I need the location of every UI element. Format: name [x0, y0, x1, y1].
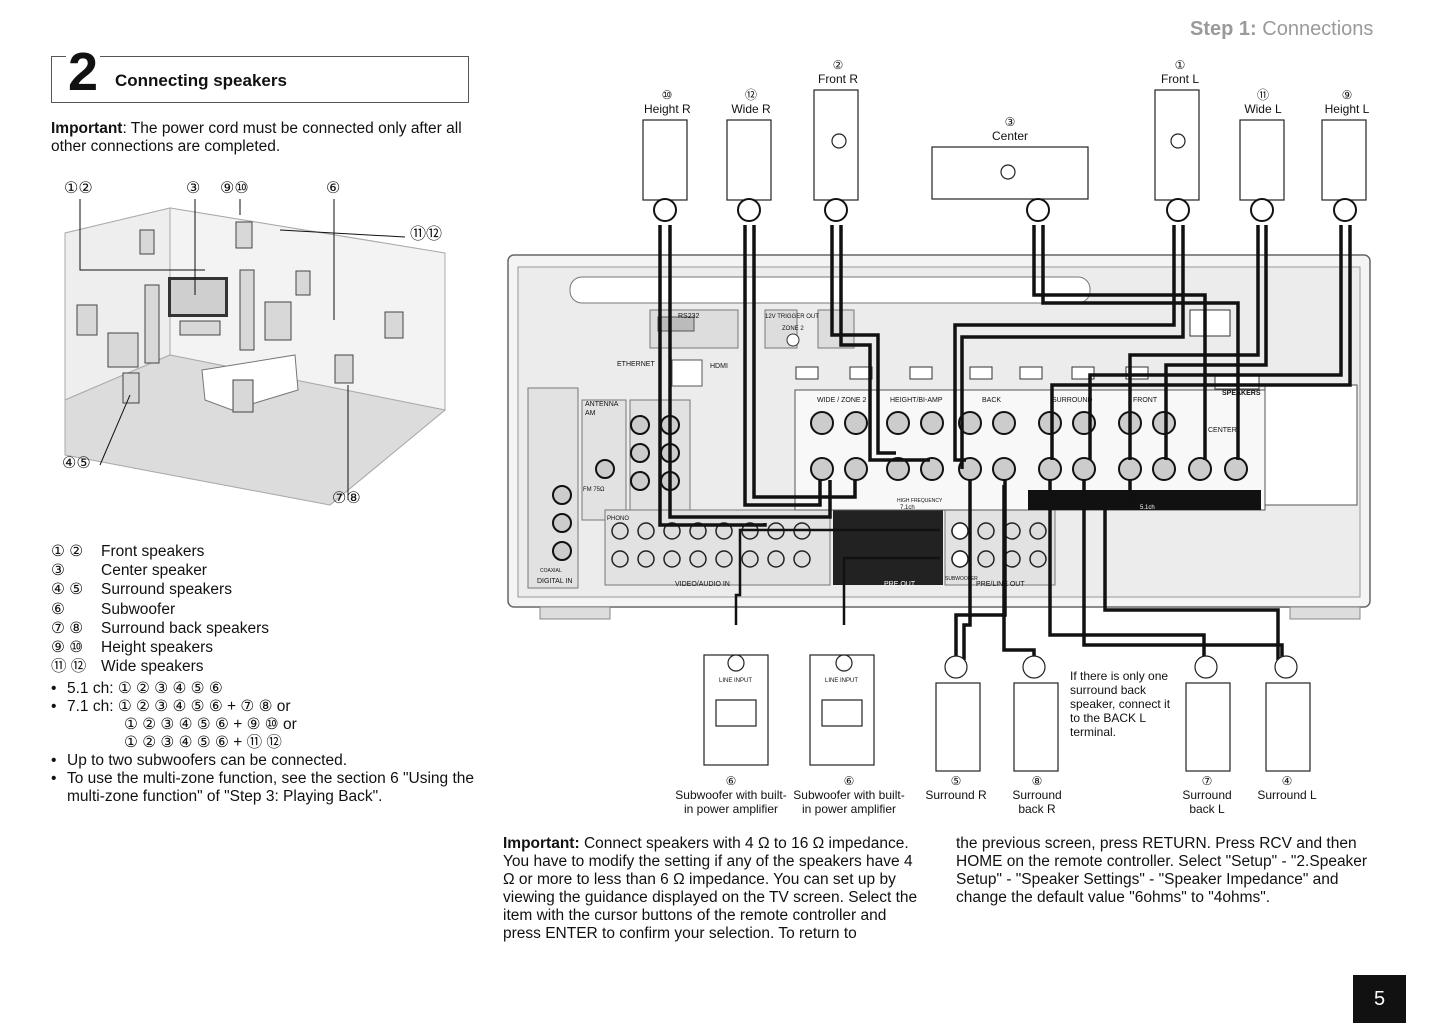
panel-label-trigger: 12V TRIGGER OUT — [765, 314, 819, 320]
panel-label-subwoofer: SUBWOOFER — [945, 576, 978, 582]
step-title: Connections — [1262, 18, 1374, 40]
subwoofer-cables — [734, 528, 940, 625]
room-illustration — [64, 199, 447, 506]
panel-label-back: BACK — [982, 397, 1002, 404]
header-step: Step 1: Connections — [1190, 18, 1373, 41]
speaker-icons — [76, 221, 404, 413]
receiver-rear-panel — [507, 254, 1371, 620]
panel-label-high-frequency: HIGH FREQUENCY — [897, 498, 943, 504]
panel-label-coaxial: COAXIAL — [540, 568, 562, 574]
subwoofers — [703, 654, 875, 766]
panel-label-pre-out: PRE OUT — [884, 581, 916, 588]
configuration-notes: •5.1 ch: ① ② ③ ④ ⑤ ⑥ •7.1 ch: ① ② ③ ④ ⑤ … — [51, 680, 491, 806]
bottom-speakers — [935, 655, 1311, 772]
important-note-bottom-continued: the previous screen, press RETURN. Press… — [956, 835, 1368, 906]
note-multizone: To use the multi-zone function, see the … — [67, 770, 475, 805]
panel-label-digital-in: DIGITAL IN — [537, 578, 573, 585]
panel-label-fm: FM 75Ω — [583, 487, 605, 493]
panel-label-low-frequency: LOW FREQUENCY — [1127, 498, 1172, 504]
note-subwoofers: Up to two subwoofers can be connected. — [67, 752, 348, 769]
important-bottom-text: Connect speakers with 4 Ω to 16 Ω impeda… — [503, 835, 918, 942]
panel-label-pre-line: PRE/LINE OUT — [976, 581, 1025, 588]
speaker-cables — [658, 225, 1352, 660]
panel-label-rs232: RS232 — [678, 313, 700, 320]
panel-label-hdmi: HDMI — [710, 363, 728, 370]
room-label-wide: ⑪⑫ — [410, 226, 443, 243]
panel-label-video-audio-in: VIDEO/AUDIO IN — [675, 581, 730, 588]
panel-label-center: CENTER — [1208, 427, 1237, 434]
top-speaker-terminals — [653, 198, 1357, 222]
panel-label-surround: SURROUND — [1052, 397, 1093, 404]
room-label-back: ⑦⑧ — [332, 490, 361, 507]
room-label-surround: ④⑤ — [62, 455, 91, 472]
panel-label-am: AM — [585, 410, 596, 417]
step-label: Step 1: — [1190, 18, 1257, 40]
panel-label-front: FRONT — [1133, 397, 1158, 404]
room-label-front: ①② — [64, 180, 93, 197]
important-note-bottom: Important: Connect speakers with 4 Ω to … — [503, 835, 923, 943]
surround-back-note: If there is only one surround back speak… — [1070, 669, 1171, 739]
room-label-height: ⑨⑩ — [220, 180, 249, 197]
room-label-sub: ⑥ — [326, 180, 341, 197]
important-text: : The power cord must be connected only … — [51, 120, 462, 155]
panel-label-height: HEIGHT/BI-AMP — [890, 397, 943, 404]
sub2-line-input: LINE INPUT — [825, 678, 859, 684]
note-71ch: 7.1 ch: ① ② ③ ④ ⑤ ⑥ + ⑦ ⑧ or — [67, 698, 291, 715]
panel-label-51ch: 5.1ch — [1140, 505, 1155, 511]
room-walls — [64, 207, 447, 506]
top-speakers — [642, 89, 1367, 201]
section-number: 2 — [66, 42, 101, 102]
panel-label-wide: WIDE / ZONE 2 — [817, 397, 867, 404]
panel-label-ethernet: ETHERNET — [617, 361, 655, 368]
room-label-center: ③ — [186, 180, 201, 197]
page-number: 5 — [1353, 975, 1406, 1023]
panel-label-zone2: ZONE 2 — [782, 326, 804, 332]
panel-label-71ch: 7.1ch — [900, 505, 915, 511]
section-title: Connecting speakers — [115, 71, 287, 90]
note-51ch: 5.1 ch: ① ② ③ ④ ⑤ ⑥ — [67, 680, 223, 697]
panel-label-speakers: SPEAKERS — [1222, 390, 1261, 397]
important-label: Important — [51, 120, 123, 137]
panel-label-phono: PHONO — [607, 516, 630, 522]
important-note-top: Important: The power cord must be connec… — [51, 120, 481, 156]
wiring-diagram — [507, 89, 1371, 772]
panel-label-antenna: ANTENNA — [585, 401, 619, 408]
section-heading-box — [51, 56, 469, 103]
note-71ch-alt1: ① ② ③ ④ ⑤ ⑥ + ⑨ ⑩ or — [124, 716, 297, 733]
note-71ch-alt2: ① ② ③ ④ ⑤ ⑥ + ⑪ ⑫ — [124, 734, 282, 751]
rca-jacks — [611, 522, 1047, 568]
speaker-terminals — [552, 411, 1248, 561]
important-bottom-label: Important: — [503, 835, 580, 852]
sub1-line-input: LINE INPUT — [719, 678, 753, 684]
